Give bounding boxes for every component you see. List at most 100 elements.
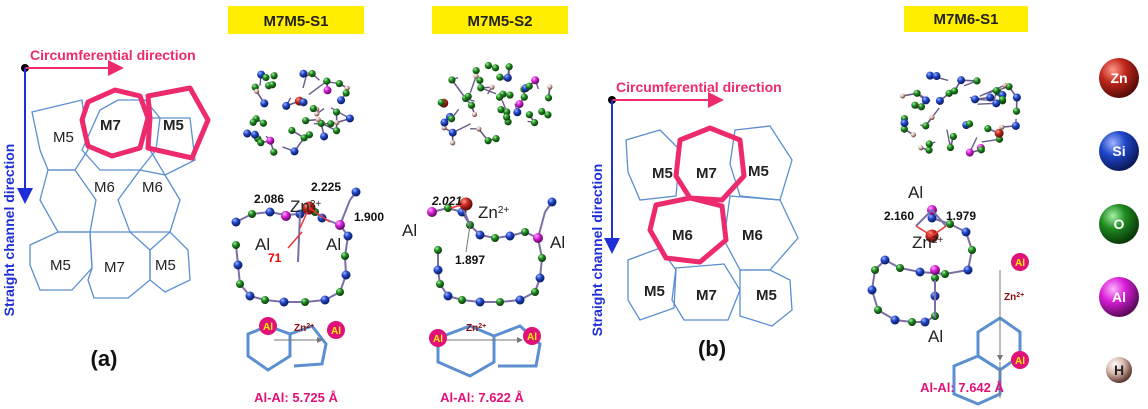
al-label: Al xyxy=(326,235,341,254)
al-atom xyxy=(323,86,332,95)
silicon-atom xyxy=(299,69,308,78)
oxygen-atom xyxy=(477,84,485,92)
oxygen-atom xyxy=(497,106,505,114)
oxygen-atom xyxy=(301,298,309,306)
oxygen-atom xyxy=(327,120,335,128)
oxygen-atom xyxy=(538,107,546,116)
hydrogen-atom xyxy=(918,145,924,151)
al-label: Al xyxy=(928,327,943,346)
svg-text:Al: Al xyxy=(1015,258,1025,269)
structure-m7m5-s2: M7M5-S2 2.021 1.897 Zn2+ Al Al Al xyxy=(402,6,568,405)
distance-label: 2.160 xyxy=(884,209,914,223)
ring-label-m5: M5 xyxy=(756,287,777,304)
al-site-dot xyxy=(259,317,277,335)
silicon-atom xyxy=(282,101,291,110)
svg-text:Al: Al xyxy=(527,332,537,343)
structure-m7m5-s1: M7M5-S1 2.086 2.225 1.900 Zn2+ Al Al 71 xyxy=(228,6,384,405)
oxygen-atom xyxy=(262,73,270,82)
oxygen-atom xyxy=(491,64,500,72)
distance-label: 2.225 xyxy=(311,180,341,194)
distance-label: 2.086 xyxy=(254,192,284,206)
hydrogen-atom xyxy=(547,84,553,90)
molecular-model-3d xyxy=(243,69,354,156)
legend-h-sphere xyxy=(1106,357,1132,383)
oxygen-atom xyxy=(896,264,904,272)
al-atom xyxy=(930,265,940,275)
al-site-dot xyxy=(327,321,345,339)
svg-text:Al: Al xyxy=(263,322,273,333)
oxygen-atom xyxy=(464,92,472,100)
straight-channel-label: Straight channel direction xyxy=(589,164,605,337)
hydrogen-atom xyxy=(471,111,478,117)
svg-text:Al: Al xyxy=(433,334,443,345)
silicon-atom xyxy=(440,118,449,127)
oxygen-atom xyxy=(496,73,504,81)
oxygen-atom xyxy=(261,296,269,304)
ring-network xyxy=(625,125,799,327)
silicon-atom xyxy=(505,231,515,241)
structure-m7m6-s1: M7M6-S1 Al 2.160 1.979 Zn2+ Al Al xyxy=(867,6,1029,406)
panel-label-b: (b) xyxy=(698,336,726,361)
legend-label: O xyxy=(1114,216,1125,232)
al-schematic: Al Al Zn2+ xyxy=(952,253,1029,406)
oxygen-atom xyxy=(908,318,916,326)
cluster-model: 2.021 1.897 Zn2+ Al Al xyxy=(402,194,565,307)
silicon-atom xyxy=(535,273,545,283)
al-atom xyxy=(531,76,540,85)
silicon-atom xyxy=(932,72,941,81)
legend-label: H xyxy=(1114,362,1124,378)
silicon-atom xyxy=(935,96,944,105)
legend-label: Zn xyxy=(1110,70,1127,86)
al-label: Al xyxy=(908,183,923,202)
circumferential-label: Circumferential direction xyxy=(616,79,782,95)
silicon-atom xyxy=(250,130,259,139)
ring-label-m7: M7 xyxy=(696,165,717,182)
hydrogen-atom xyxy=(315,116,321,123)
oxygen-atom xyxy=(492,135,500,143)
legend-al-sphere xyxy=(1099,277,1139,317)
silicon-atom xyxy=(927,213,937,223)
zn-label: Zn2+ xyxy=(912,233,943,252)
silicon-atom xyxy=(1012,93,1021,102)
oxygen-atom xyxy=(257,139,265,147)
silicon-atom xyxy=(880,255,890,265)
ring-network xyxy=(29,99,196,299)
molecular-model-3d xyxy=(437,61,553,146)
svg-text:Al: Al xyxy=(331,326,341,337)
silicon-atom xyxy=(337,96,346,105)
ring-label-m6: M6 xyxy=(94,179,115,196)
al-atom xyxy=(427,207,437,217)
oxygen-atom xyxy=(992,87,1001,95)
silicon-atom xyxy=(515,295,525,305)
silicon-atom xyxy=(915,267,925,277)
oxygen-atom xyxy=(968,246,976,254)
hydrogen-atom xyxy=(929,114,935,120)
silicon-atom xyxy=(926,71,935,80)
hydrogen-atom xyxy=(334,119,340,126)
distance-label: 2.021 xyxy=(431,194,462,208)
ring-chain xyxy=(231,207,353,307)
al-atom xyxy=(281,211,291,221)
ring-label-m5: M5 xyxy=(652,165,673,182)
oxygen-atom xyxy=(950,87,959,95)
oxygen-atom xyxy=(248,210,256,218)
zn-label: Zn2+ xyxy=(478,203,509,222)
oxygen-atom xyxy=(491,234,499,242)
silicon-atom xyxy=(900,119,909,128)
silicon-atom xyxy=(341,270,351,280)
silicon-atom xyxy=(957,76,966,85)
oxygen-atom xyxy=(949,132,957,141)
silicon-atom xyxy=(961,227,971,237)
hydrogen-atom xyxy=(314,111,320,117)
ring-label-m6: M6 xyxy=(742,227,763,244)
svg-text:Al: Al xyxy=(1015,356,1025,367)
hydrogen-atom xyxy=(489,84,495,90)
oxygen-atom xyxy=(472,66,480,75)
oxygen-atom xyxy=(323,77,331,85)
oxygen-atom xyxy=(288,126,296,135)
al-schematic: Al Al Zn2+ xyxy=(246,317,345,372)
title-box xyxy=(904,6,1028,32)
silicon-atom xyxy=(986,93,995,102)
